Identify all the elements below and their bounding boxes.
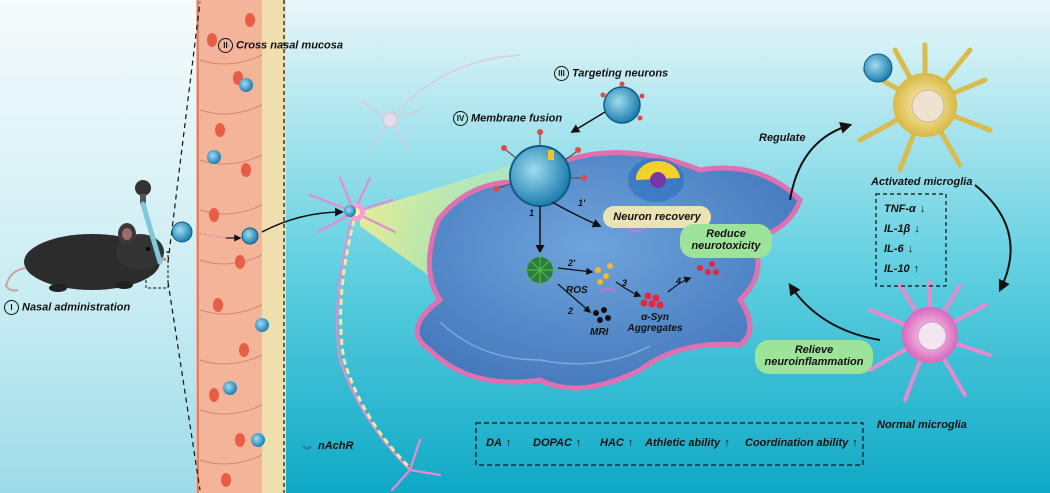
label-activated-microglia: Activated microglia — [871, 176, 973, 188]
step-4: 4 — [676, 276, 682, 286]
outcome-box — [475, 422, 864, 466]
cytokine-name: IL-1β — [884, 223, 911, 235]
outcome-name: Athletic ability — [645, 437, 721, 449]
cytokine-name: IL-10 — [884, 263, 910, 275]
zoom-line-bottom — [167, 281, 201, 491]
label-text: Nasal administration — [22, 301, 131, 314]
label-ros: ROS — [566, 285, 588, 296]
label-regulate: Regulate — [759, 132, 806, 144]
outcome-name: DA — [486, 437, 502, 449]
step-1-prime: 1' — [578, 198, 586, 208]
nasal-dropper — [135, 180, 163, 265]
outcome-athletic-ability: Athletic ability↑ — [645, 437, 730, 449]
roman-numeral-i: I — [4, 300, 19, 315]
cell-nucleus — [628, 158, 684, 202]
outcome-arrow: ↑ — [505, 437, 512, 449]
label-normal-microglia: Normal microglia — [877, 419, 967, 431]
outcome-name: HAC — [600, 437, 624, 449]
label-mri: MRI — [590, 327, 609, 338]
label-alpha-syn: α-Syn Aggregates — [627, 312, 683, 334]
polarization-arrow — [974, 184, 1012, 293]
relieve-arrow — [788, 283, 881, 341]
label-text: Targeting neurons — [572, 67, 669, 80]
outcome-arrow: ↑ — [724, 437, 730, 449]
cytokine-arrow: ↑ — [913, 263, 920, 275]
outcome-da: DA↑ — [486, 437, 511, 449]
step-2-prime: 2' — [568, 258, 576, 268]
cytokine-box — [875, 193, 947, 287]
faint-neurons — [359, 54, 521, 151]
targeting-nanoparticle — [570, 81, 645, 133]
outcome-arrow: ↑ — [575, 437, 582, 449]
roman-numeral-ii: II — [218, 38, 233, 53]
outcome-arrow: ↑ — [852, 437, 858, 449]
outcome-dopac: DOPAC↑ — [533, 437, 581, 449]
outcome-coordination-ability: Coordination ability↑ — [745, 437, 858, 449]
step-3: 3 — [622, 278, 628, 288]
cytokine-arrow: ↓ — [907, 243, 914, 255]
activated-microglia-cell — [857, 42, 993, 173]
roman-numeral-iii: III — [554, 66, 569, 81]
pill-relieve-neuroinflammation: Relieve neuroinflammation — [755, 340, 873, 374]
step-2: 2 — [568, 306, 574, 316]
cytokine-il6: IL-6↓ — [884, 243, 913, 255]
outcome-arrow: ↑ — [627, 437, 634, 449]
nachr-icon — [302, 445, 312, 450]
cytokine-arrow: ↓ — [919, 203, 926, 215]
label-nachr: nAchR — [318, 440, 354, 452]
pill-reduce-neurotoxicity: Reduce neurotoxicity — [680, 224, 772, 258]
nasal-mucosa-tissue — [196, 0, 286, 493]
normal-microglia-cell — [868, 280, 992, 402]
outcome-name: Coordination ability — [745, 437, 849, 449]
pill-neuron-recovery: Neuron recovery — [603, 206, 711, 228]
cytokine-tnf: TNF-α↓ — [884, 203, 925, 215]
cytokine-il10: IL-10↑ — [884, 263, 919, 275]
outcome-name: DOPAC — [533, 437, 572, 449]
cytokine-name: IL-6 — [884, 243, 904, 255]
cytokine-il1b: IL-1β↓ — [884, 223, 920, 235]
label-text: Cross nasal mucosa — [236, 39, 343, 52]
label-text: Membrane fusion — [471, 112, 563, 125]
roman-numeral-iv: IV — [453, 111, 468, 126]
entry-arrows — [171, 78, 344, 447]
step-1: 1 — [529, 208, 535, 218]
zoom-line-top — [167, 1, 201, 263]
cytokine-name: TNF-α — [884, 203, 916, 215]
regulate-arrow — [789, 122, 853, 201]
cytokine-arrow: ↓ — [914, 223, 920, 235]
outcome-hac: HAC↑ — [600, 437, 633, 449]
